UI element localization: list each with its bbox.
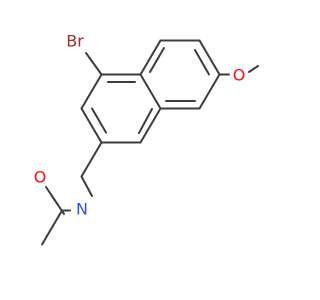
molecule-structure: Br O N O	[34, 32, 259, 246]
carbonyl-oxygen-label: O	[34, 168, 47, 187]
bond	[41, 209, 63, 246]
bond	[85, 52, 103, 76]
amide-nitrogen-label: N	[76, 200, 88, 219]
bond-double	[91, 107, 107, 134]
bond-double	[194, 49, 210, 76]
bond	[139, 73, 162, 110]
bond-double	[51, 195, 65, 215]
bond	[80, 107, 103, 144]
bond	[198, 39, 221, 76]
bond	[80, 175, 93, 197]
bond	[80, 73, 103, 110]
bromine-label: Br	[66, 32, 84, 51]
bond-double	[149, 47, 165, 73]
bond	[198, 73, 221, 110]
methoxy-oxygen-label: O	[233, 66, 246, 85]
bond	[139, 39, 162, 76]
bond	[80, 141, 103, 178]
bond-double	[138, 108, 153, 134]
bond-lines	[41, 39, 259, 246]
bond	[248, 65, 259, 73]
bond	[139, 107, 162, 144]
